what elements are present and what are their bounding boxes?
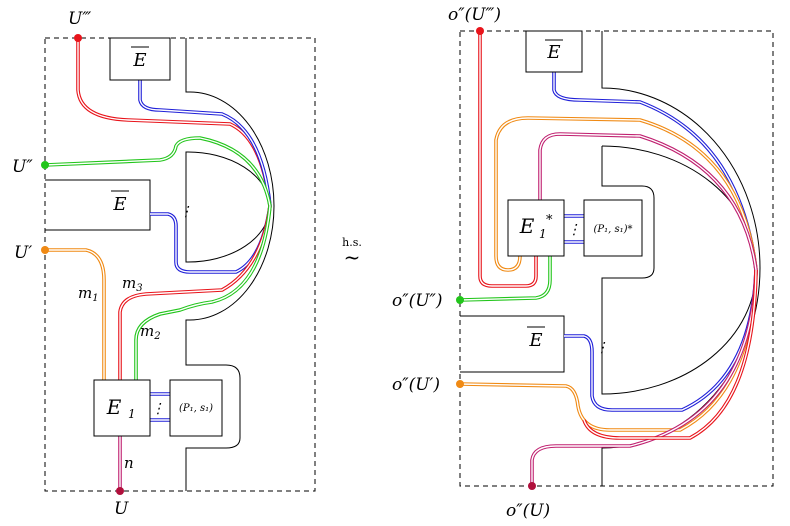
right-ebar-mid-block — [460, 315, 565, 373]
right-port-middle-label: o″(U′) — [392, 375, 440, 395]
right-e1-label: E — [519, 214, 535, 238]
right-outer-boundary — [601, 31, 761, 486]
left-ebar-dots: ⋮ — [179, 204, 193, 220]
right-strand-orange-core — [495, 117, 757, 271]
left-strand-green-upper-core — [44, 137, 271, 207]
left-port-top-dot — [74, 34, 82, 42]
left-inner-lens — [185, 151, 271, 263]
left-port-upper-label: U″ — [12, 157, 33, 177]
left-port-upper-dot — [41, 161, 49, 169]
left-strand-blue-top-core — [139, 80, 271, 207]
left-ebar-top-label: E — [132, 50, 146, 71]
right-port-middle-dot — [456, 380, 464, 388]
right-strand-red-low-core — [583, 269, 757, 439]
right-port-upper-label: o″(U″) — [392, 291, 443, 311]
right-strands — [459, 31, 758, 486]
right-ebar-top-box — [525, 30, 583, 73]
right-dashed-frame — [459, 30, 774, 487]
relation-symbol: ~ — [344, 245, 361, 269]
left-port-middle-label: U′ — [14, 243, 32, 263]
left-e1-box — [93, 379, 151, 437]
left-ebar-mid-block — [45, 179, 151, 231]
right-p1s1-box — [583, 199, 643, 257]
right-e1-dots: ⋮ — [567, 222, 581, 238]
right-strand-blue-mid — [564, 269, 758, 412]
left-strand-m1 — [45, 248, 106, 380]
left-p1s1-box — [169, 379, 223, 437]
left-port-middle-dot — [41, 246, 49, 254]
left-ebar-mid-label: E — [112, 194, 126, 215]
left-strands — [44, 38, 272, 491]
right-strand-magenta-top-core — [539, 133, 757, 271]
relation-label: h.s. — [342, 236, 362, 249]
right-port-bottom-dot — [528, 482, 536, 490]
left-outer-boundary — [185, 38, 275, 491]
right-strand-red-core — [479, 31, 537, 287]
left-label-m2: m2 — [140, 322, 161, 342]
right-ebar-mid-label: E — [528, 330, 542, 351]
left-strand-red-core — [77, 38, 271, 207]
left-strand-m3-core — [119, 205, 271, 380]
right-port-top-dot — [476, 27, 484, 35]
right-port-top-label: o″(U‴) — [448, 5, 501, 25]
left-e1-subscript: 1 — [128, 407, 136, 421]
left-port-bottom-label: U — [114, 499, 129, 519]
right-port-upper-dot — [456, 296, 464, 304]
right-strand-red-low — [582, 269, 758, 440]
left-ebar-top-box — [109, 37, 171, 81]
left-label-n: n — [124, 454, 134, 472]
right-ebar-top-label: E — [546, 42, 560, 63]
left-strand-m1-core — [45, 249, 105, 380]
right-port-bottom-label: o″(U) — [506, 501, 550, 521]
right-e1-subscript: 1 — [539, 227, 547, 241]
right-ebar-dots: ⋮ — [595, 340, 609, 356]
right-e1-superscript: * — [546, 213, 553, 228]
left-e1-dots: ⋮ — [151, 401, 165, 417]
right-strand-magenta-top — [538, 132, 758, 271]
left-strand-m2-core — [135, 205, 271, 380]
right-strand-green-core — [459, 256, 551, 301]
right-p1s1-label: (P₁, s₁)* — [593, 224, 632, 235]
left-label-m1: m1 — [78, 284, 99, 304]
left-p1s1-label: (P₁, s₁) — [179, 403, 213, 414]
left-port-top-label: U‴ — [68, 9, 91, 29]
right-diagram: E E ⋮ E 1 * ⋮ (P₁, s₁)* o″(U‴) o″(U″) o″… — [392, 5, 774, 521]
left-label-m3: m3 — [122, 274, 143, 294]
left-e1-label: E — [106, 395, 122, 419]
left-dashed-frame — [44, 37, 316, 492]
homotopy-relation: h.s. ~ — [342, 236, 362, 269]
left-strand-green-upper — [44, 136, 272, 207]
left-port-bottom-dot — [116, 487, 124, 495]
right-p1s1-wall — [601, 146, 655, 310]
right-e1-box — [507, 199, 565, 257]
left-diagram: E E ⋮ E 1 ⋮ (P₁, s₁) U‴ U″ U′ U m1 m3 m2… — [12, 9, 316, 519]
